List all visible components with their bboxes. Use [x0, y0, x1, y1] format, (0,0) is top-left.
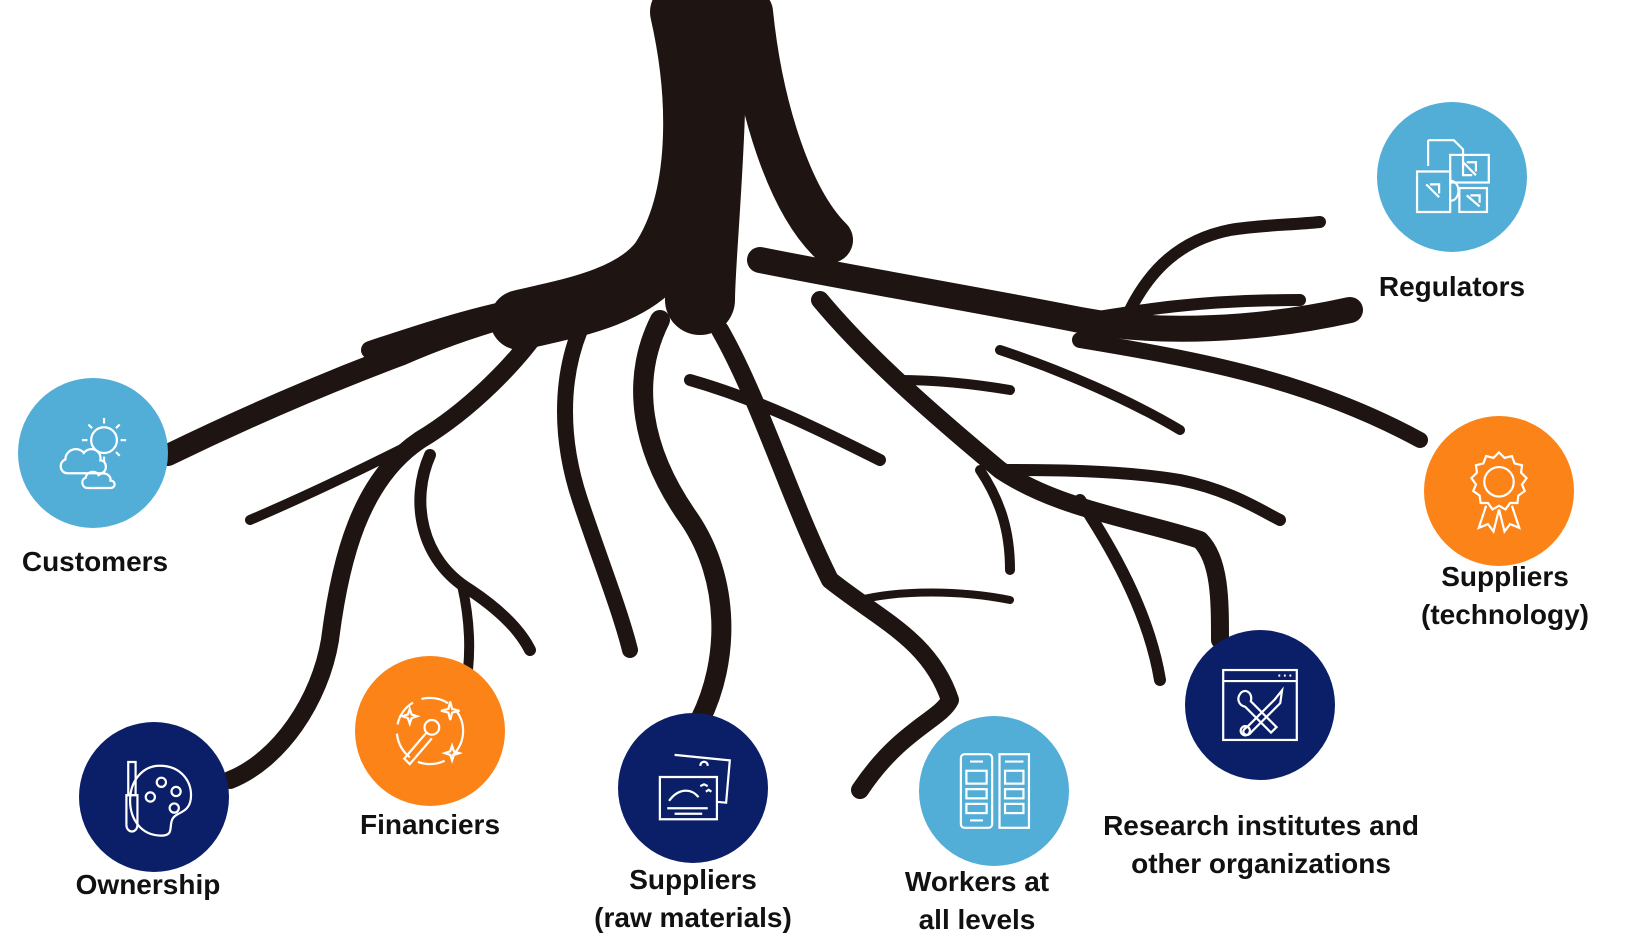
weather-cloud-sun-icon [59, 418, 127, 490]
regulators-label-line-1: Regulators [1378, 271, 1526, 302]
ownership-label: Ownership [58, 866, 238, 904]
suppliers-raw-label-line-2: (raw materials) [594, 902, 792, 933]
browser-tools-icon [1222, 668, 1298, 742]
customers-label-line-1: Customers [21, 546, 169, 577]
customers-node [18, 378, 168, 528]
research-node [1185, 630, 1335, 780]
landscape-photos-icon [658, 753, 731, 821]
regulators-label: Regulators [1357, 268, 1547, 306]
palette-brush-icon [125, 760, 192, 837]
suppliers-raw-label: Suppliers (raw materials) [573, 861, 813, 937]
suppliers-raw-label-line-1: Suppliers [629, 864, 757, 895]
suppliers-tech-node [1424, 416, 1574, 566]
customers-label: Customers [0, 543, 190, 581]
ownership-node [79, 722, 229, 872]
research-label: Research institutes and other organizati… [1096, 807, 1426, 883]
suppliers-tech-label: Suppliers (technology) [1400, 558, 1610, 634]
mobile-app-wireframe-icon [959, 753, 1031, 829]
suppliers-raw-node [618, 713, 768, 863]
workers-node [919, 716, 1069, 866]
research-label-line-1: Research institutes and [1103, 810, 1419, 841]
workers-label: Workers at all levels [877, 863, 1077, 939]
ownership-label-line-1: Ownership [75, 869, 221, 900]
workers-label-line-1: Workers at [904, 866, 1050, 897]
financiers-node [355, 656, 505, 806]
financiers-label: Financiers [330, 806, 530, 844]
workers-label-line-2: all levels [918, 904, 1036, 935]
suppliers-tech-label-line-1: Suppliers [1441, 561, 1569, 592]
research-label-line-2: other organizations [1131, 848, 1391, 879]
regulators-node [1377, 102, 1527, 252]
financiers-label-line-1: Financiers [359, 809, 501, 840]
award-badge-icon [1469, 450, 1529, 534]
magic-wand-sparkle-icon [395, 696, 465, 766]
suppliers-tech-label-line-2: (technology) [1421, 599, 1589, 630]
branding-stationery-icon [1415, 139, 1490, 214]
